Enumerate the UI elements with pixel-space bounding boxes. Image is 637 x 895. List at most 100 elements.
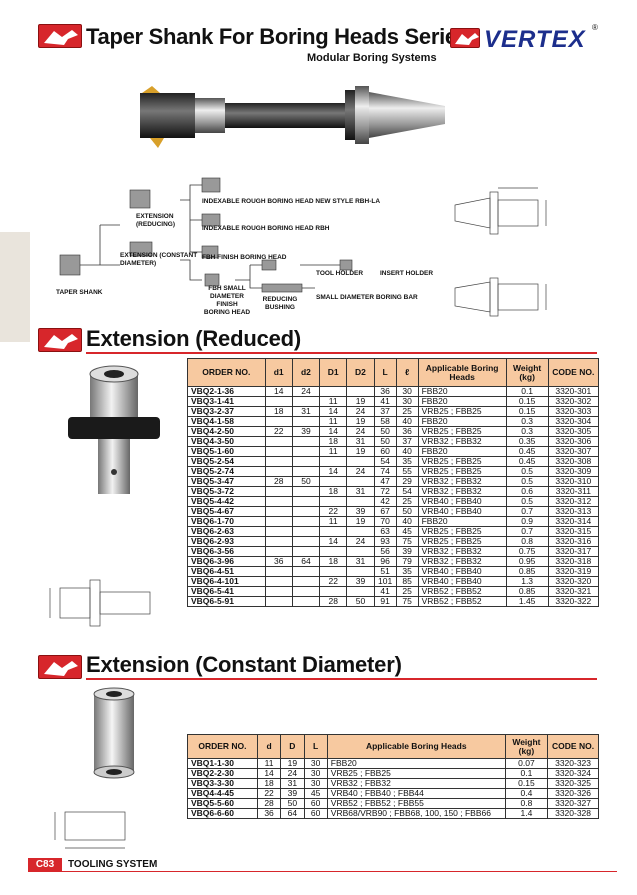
table-cell: VBQ5-3-47 <box>187 476 266 487</box>
table-cell: 0.15 <box>505 396 549 407</box>
table-cell: 30 <box>303 768 328 779</box>
table-cell: VBQ6-2-93 <box>187 536 266 547</box>
footer-label: TOOLING SYSTEM <box>68 859 158 870</box>
table-cell: 50 <box>280 798 305 809</box>
table-cell: FBB20 <box>417 386 507 397</box>
table-cell <box>264 486 293 497</box>
table-cell: VRB40 ; FBB40 <box>417 506 507 517</box>
table-cell: 3320-313 <box>547 506 600 517</box>
hero-tool-image <box>140 86 445 148</box>
col-header-heads: Applicable Boring Heads <box>417 358 507 387</box>
col-header-heads: Applicable Boring Heads <box>326 734 506 759</box>
table-cell <box>264 566 293 577</box>
extension-constant-drawing <box>54 811 126 849</box>
table-cell: 18 <box>319 436 348 447</box>
table-cell: 11 <box>256 758 282 769</box>
table-cell <box>291 526 321 537</box>
table-cell <box>346 546 375 557</box>
table-cell: 96 <box>373 556 397 567</box>
table-cell <box>346 586 375 597</box>
table-cell: 0.35 <box>505 436 549 447</box>
col-header-d: d <box>256 734 282 759</box>
table-cell <box>264 516 293 527</box>
table-cell: VBQ4-2-50 <box>187 426 266 437</box>
table-cell <box>319 456 348 467</box>
table-cell: 75 <box>395 596 419 607</box>
col-header-weight: Weight (kg) <box>505 358 549 387</box>
table-cell: VBQ3-2-37 <box>187 406 266 417</box>
diagram-label-extension-constant: EXTENSION (CONSTANT DIAMETER) <box>120 252 198 267</box>
table-cell <box>264 446 293 457</box>
col-header-l: ℓ <box>395 358 419 387</box>
table-cell <box>346 386 375 397</box>
table-cell <box>264 436 293 447</box>
table-cell: 3320-328 <box>547 808 599 819</box>
table-cell <box>264 596 293 607</box>
table-cell: 3320-322 <box>547 596 600 607</box>
table-cell: 25 <box>395 406 419 417</box>
table-cell: 54 <box>395 486 419 497</box>
taper-drawing-bottom <box>454 277 547 317</box>
table-cell: 0.45 <box>505 456 549 467</box>
col-header-L: L <box>373 358 397 387</box>
table-cell: 50 <box>291 476 321 487</box>
table-cell: 39 <box>346 506 375 517</box>
table-cell: VBQ5-1-60 <box>187 446 266 457</box>
table-cell: 36 <box>395 426 419 437</box>
col-header-L: L <box>303 734 328 759</box>
table-cell <box>264 416 293 427</box>
table-cell: 24 <box>280 768 305 779</box>
table-cell: 40 <box>395 516 419 527</box>
extension-constant-table: ORDER NO. d D L Applicable Boring Heads … <box>187 734 599 819</box>
table-cell <box>319 566 348 577</box>
table-cell: 3320-305 <box>547 426 600 437</box>
table-cell: 91 <box>373 596 397 607</box>
footer-rule <box>62 871 617 872</box>
col-header-code: CODE NO. <box>547 358 600 387</box>
table-cell: 3320-316 <box>547 536 600 547</box>
table-cell: 22 <box>256 788 282 799</box>
table-cell <box>291 516 321 527</box>
table-cell: 18 <box>264 406 293 417</box>
col-header-d2: d2 <box>291 358 321 387</box>
table-cell: 30 <box>395 386 419 397</box>
table-cell: 50 <box>373 426 397 437</box>
table-cell: VRB52 ; FBB52 ; FBB55 <box>326 798 506 809</box>
table-cell: VRB32 ; FBB32 <box>417 476 507 487</box>
table-cell: 42 <box>373 496 397 507</box>
table-cell: VBQ3-3-30 <box>187 778 258 789</box>
table-cell: VBQ5-2-54 <box>187 456 266 467</box>
table-cell: 72 <box>373 486 397 497</box>
table-cell <box>264 466 293 477</box>
table-cell: VBQ6-3-96 <box>187 556 266 567</box>
table-cell: VRB52 ; FBB52 <box>417 596 507 607</box>
diagram-label-fbh-small: FBH SMALL DIAMETER FINISH BORING HEAD <box>203 285 251 316</box>
table-cell: 3320-312 <box>547 496 600 507</box>
table-cell: VRB32 ; FBB32 <box>417 556 507 567</box>
table-cell: 47 <box>373 476 397 487</box>
diagram-label-tool-holder: TOOL HOLDER <box>316 270 364 277</box>
table-cell: 3320-327 <box>547 798 599 809</box>
extension-reduced-drawing <box>49 579 151 627</box>
table-cell: 30 <box>395 396 419 407</box>
table-cell: VBQ6-2-63 <box>187 526 266 537</box>
table-cell: VBQ5-3-72 <box>187 486 266 497</box>
system-diagram <box>59 177 353 293</box>
table-cell: 0.7 <box>505 526 549 537</box>
table-cell: 3320-311 <box>547 486 600 497</box>
extension-reduced-table: ORDER NO. d1 d2 D1 D2 L ℓ Applicable Bor… <box>187 358 600 607</box>
table-cell: 29 <box>395 476 419 487</box>
table-cell: 0.75 <box>505 546 549 557</box>
brand-registered-mark: ® <box>592 23 598 32</box>
table-cell: VBQ3-1-41 <box>187 396 266 407</box>
